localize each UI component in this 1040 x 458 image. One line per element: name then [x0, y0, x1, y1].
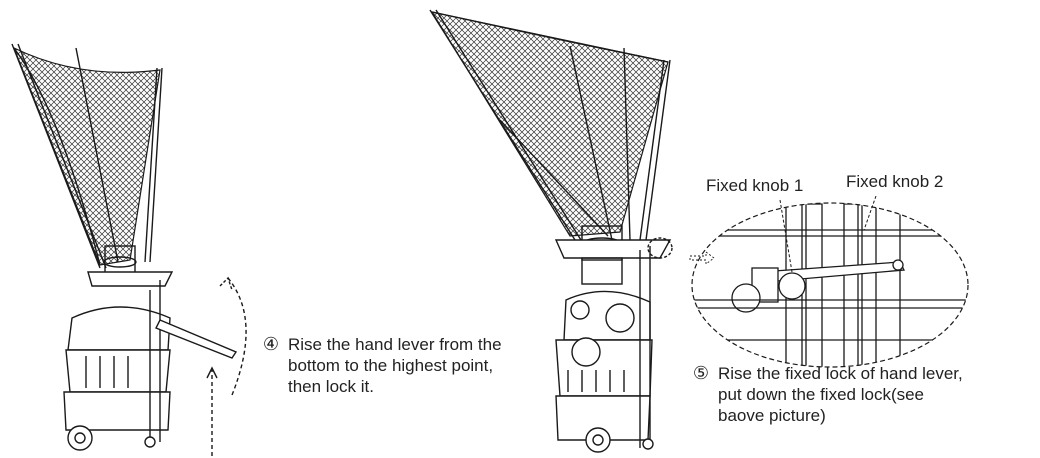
fixed-knob-2-label: Fixed knob 2	[846, 172, 944, 191]
step-4: ④ Rise the hand lever from the bottom to…	[262, 334, 562, 400]
net-left	[12, 46, 161, 266]
step-5-number: ⑤	[692, 363, 710, 383]
machine-left-illustration	[11, 43, 247, 456]
zoom-detail	[689, 195, 969, 368]
fixed-knob-1-label: Fixed knob 1	[706, 176, 804, 195]
step-4-text: Rise the hand lever from the bottom to t…	[288, 335, 502, 396]
step-5-text: Rise the fixed lock of hand lever, put d…	[718, 364, 963, 425]
step-4-number: ④	[262, 334, 280, 354]
net-right	[430, 11, 669, 237]
machine-right-illustration	[429, 9, 673, 453]
step-5: ⑤ Rise the fixed lock of hand lever, put…	[692, 363, 1032, 429]
